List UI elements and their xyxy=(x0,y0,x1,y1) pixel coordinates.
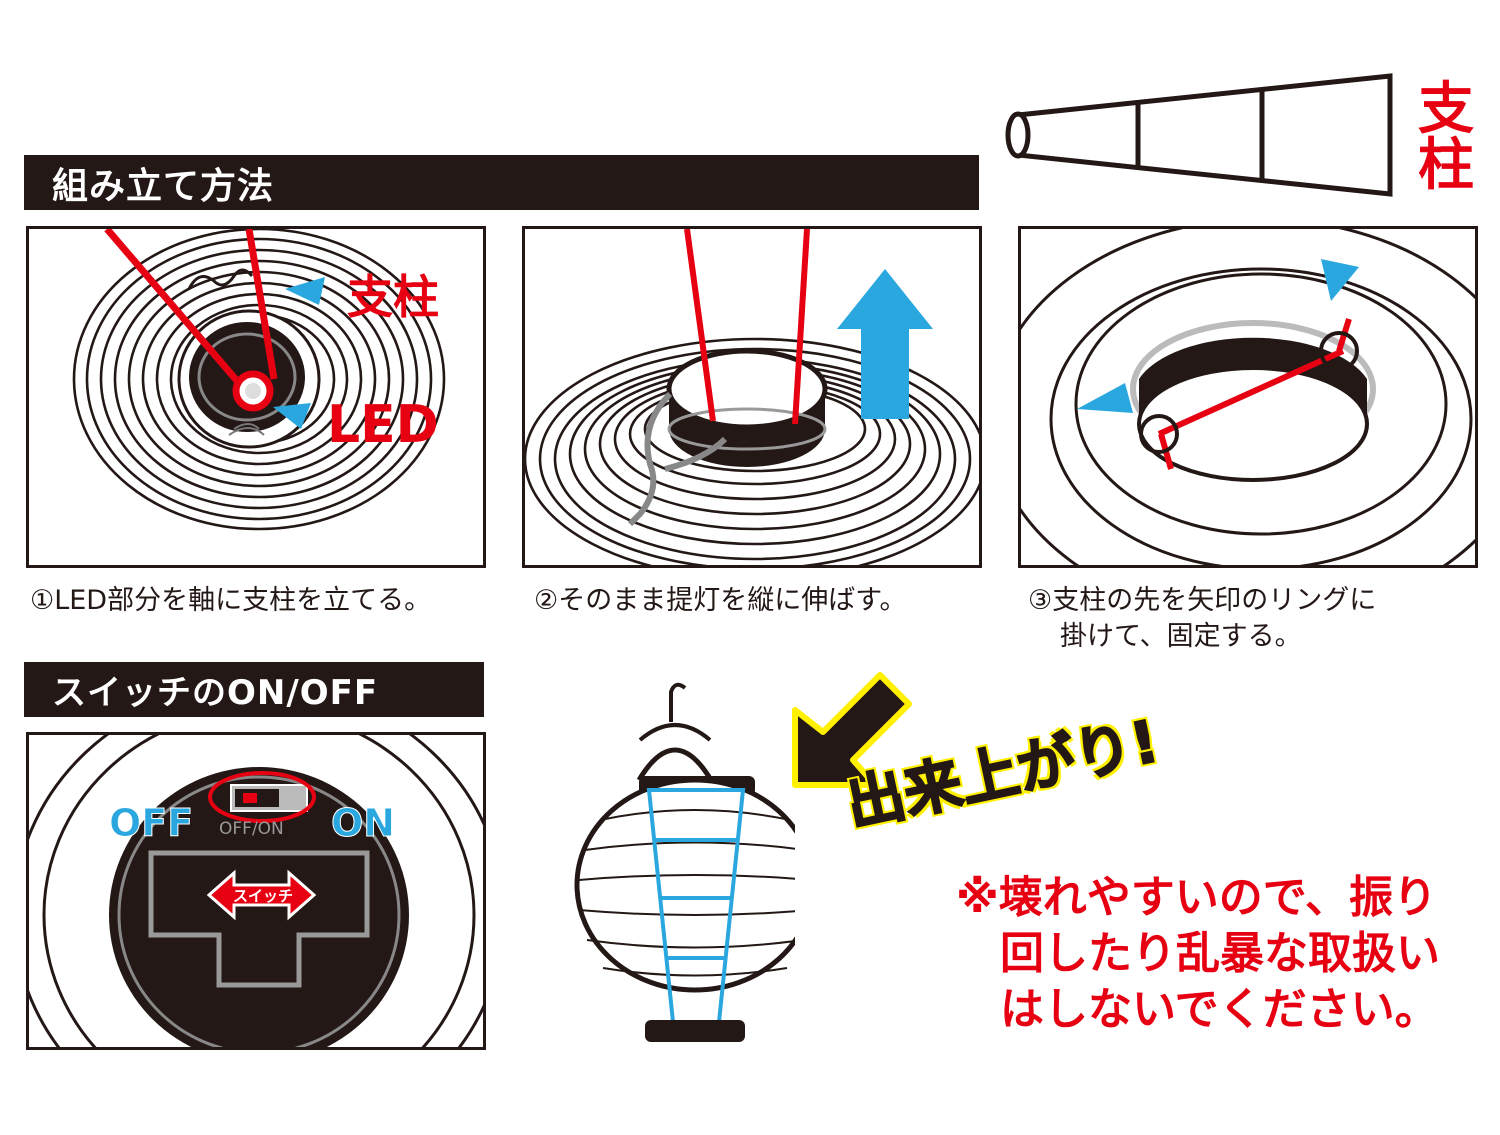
step2-panel xyxy=(522,226,982,568)
warning-line-1: ※壊れやすいので、振り xyxy=(956,872,1438,923)
switch-panel: OFF ON OFF/ON スイッチ xyxy=(26,732,486,1050)
warning-line-3: はしないでください。 xyxy=(1000,984,1439,1035)
assembly-section-title: 組み立て方法 xyxy=(52,165,275,207)
switch-section-header: スイッチのON/OFF xyxy=(24,662,484,717)
pole-illustration xyxy=(1005,73,1393,197)
step3-caption-line2: 掛けて、固定する。 xyxy=(1060,621,1302,652)
warning-line-2: 回したり乱暴な取扱い xyxy=(1000,928,1440,979)
step2-illustration xyxy=(525,229,979,565)
off-label: OFF xyxy=(108,801,194,846)
on-label: ON xyxy=(330,801,396,846)
switch-marking: OFF/ON xyxy=(219,819,284,839)
pole-label-vertical: 支柱 xyxy=(1418,77,1474,198)
step2-caption: ②そのまま提灯を縦に伸ばす。 xyxy=(534,585,907,616)
step3-panel xyxy=(1018,226,1478,568)
step1-illustration xyxy=(72,229,446,531)
step3-caption-line1: ③支柱の先を矢印のリングに xyxy=(1028,585,1377,616)
switch-arrow-text: スイッチ xyxy=(233,887,294,905)
step1-pole-label: 支柱 xyxy=(347,270,439,324)
switch-illustration xyxy=(29,735,483,1047)
warning-note: ※壊れやすいので、振り 回したり乱暴な取扱い はしないでください。 xyxy=(956,870,1440,1038)
finished-lantern xyxy=(574,682,795,1042)
step1-led-label: LED xyxy=(327,395,439,455)
step3-illustration xyxy=(1021,229,1475,565)
switch-section-title: スイッチのON/OFF xyxy=(52,673,379,713)
step1-caption: ①LED部分を軸に支柱を立てる。 xyxy=(30,585,432,616)
finished-pointer-arrow xyxy=(792,672,912,788)
assembly-section-header: 組み立て方法 xyxy=(24,155,979,210)
step1-panel: 支柱 LED xyxy=(26,226,486,568)
